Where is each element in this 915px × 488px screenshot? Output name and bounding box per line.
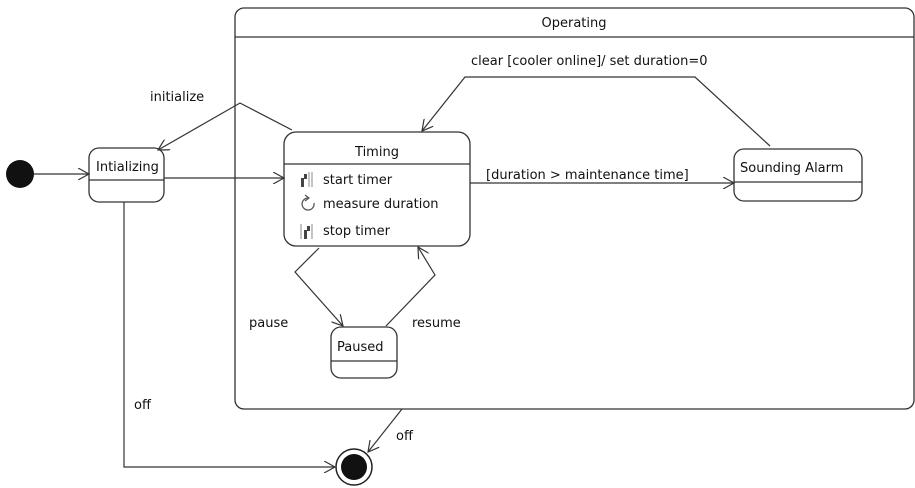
timing-action-measure-duration: measure duration xyxy=(323,197,439,212)
transition-clear[interactable]: clear [cooler online]/ set duration=0 xyxy=(422,54,771,147)
transition-off-initializing-label: off xyxy=(134,398,152,413)
initializing-state[interactable]: Intializing xyxy=(88,147,165,203)
transition-pause-label: pause xyxy=(249,316,288,331)
transition-resume[interactable]: resume xyxy=(385,247,461,331)
paused-state[interactable]: Paused xyxy=(330,326,398,379)
sounding-alarm-state[interactable]: Sounding Alarm xyxy=(733,148,863,202)
timing-state[interactable]: Timing start timer measure duration stop… xyxy=(283,131,471,247)
initializing-state-label: Intializing xyxy=(96,160,159,175)
transition-initialize[interactable]: initialize xyxy=(150,90,293,150)
final-state[interactable] xyxy=(335,448,373,486)
do-activity-icon xyxy=(301,194,315,211)
transition-initialize-label: initialize xyxy=(150,90,204,105)
operating-composite-state[interactable]: Operating xyxy=(234,7,915,410)
timing-action-stop-timer: stop timer xyxy=(323,224,391,239)
transition-off-initializing[interactable]: off xyxy=(123,202,335,467)
transition-off-operating-label: off xyxy=(396,429,414,444)
transition-off-operating[interactable]: off xyxy=(368,408,414,452)
entry-action-icon xyxy=(301,172,313,187)
exit-action-icon xyxy=(300,224,313,239)
sounding-alarm-state-label: Sounding Alarm xyxy=(740,161,843,176)
transition-resume-label: resume xyxy=(412,316,461,331)
transition-pause[interactable]: pause xyxy=(249,247,343,331)
initial-pseudostate[interactable] xyxy=(6,160,34,188)
timing-state-label: Timing xyxy=(354,145,399,160)
paused-state-label: Paused xyxy=(337,340,383,355)
transition-duration-guard[interactable]: [duration > maintenance time] xyxy=(470,168,734,183)
operating-state-title: Operating xyxy=(542,16,607,31)
transition-clear-label: clear [cooler online]/ set duration=0 xyxy=(471,54,708,69)
timing-action-start-timer: start timer xyxy=(323,173,393,188)
transition-duration-guard-label: [duration > maintenance time] xyxy=(486,168,689,183)
